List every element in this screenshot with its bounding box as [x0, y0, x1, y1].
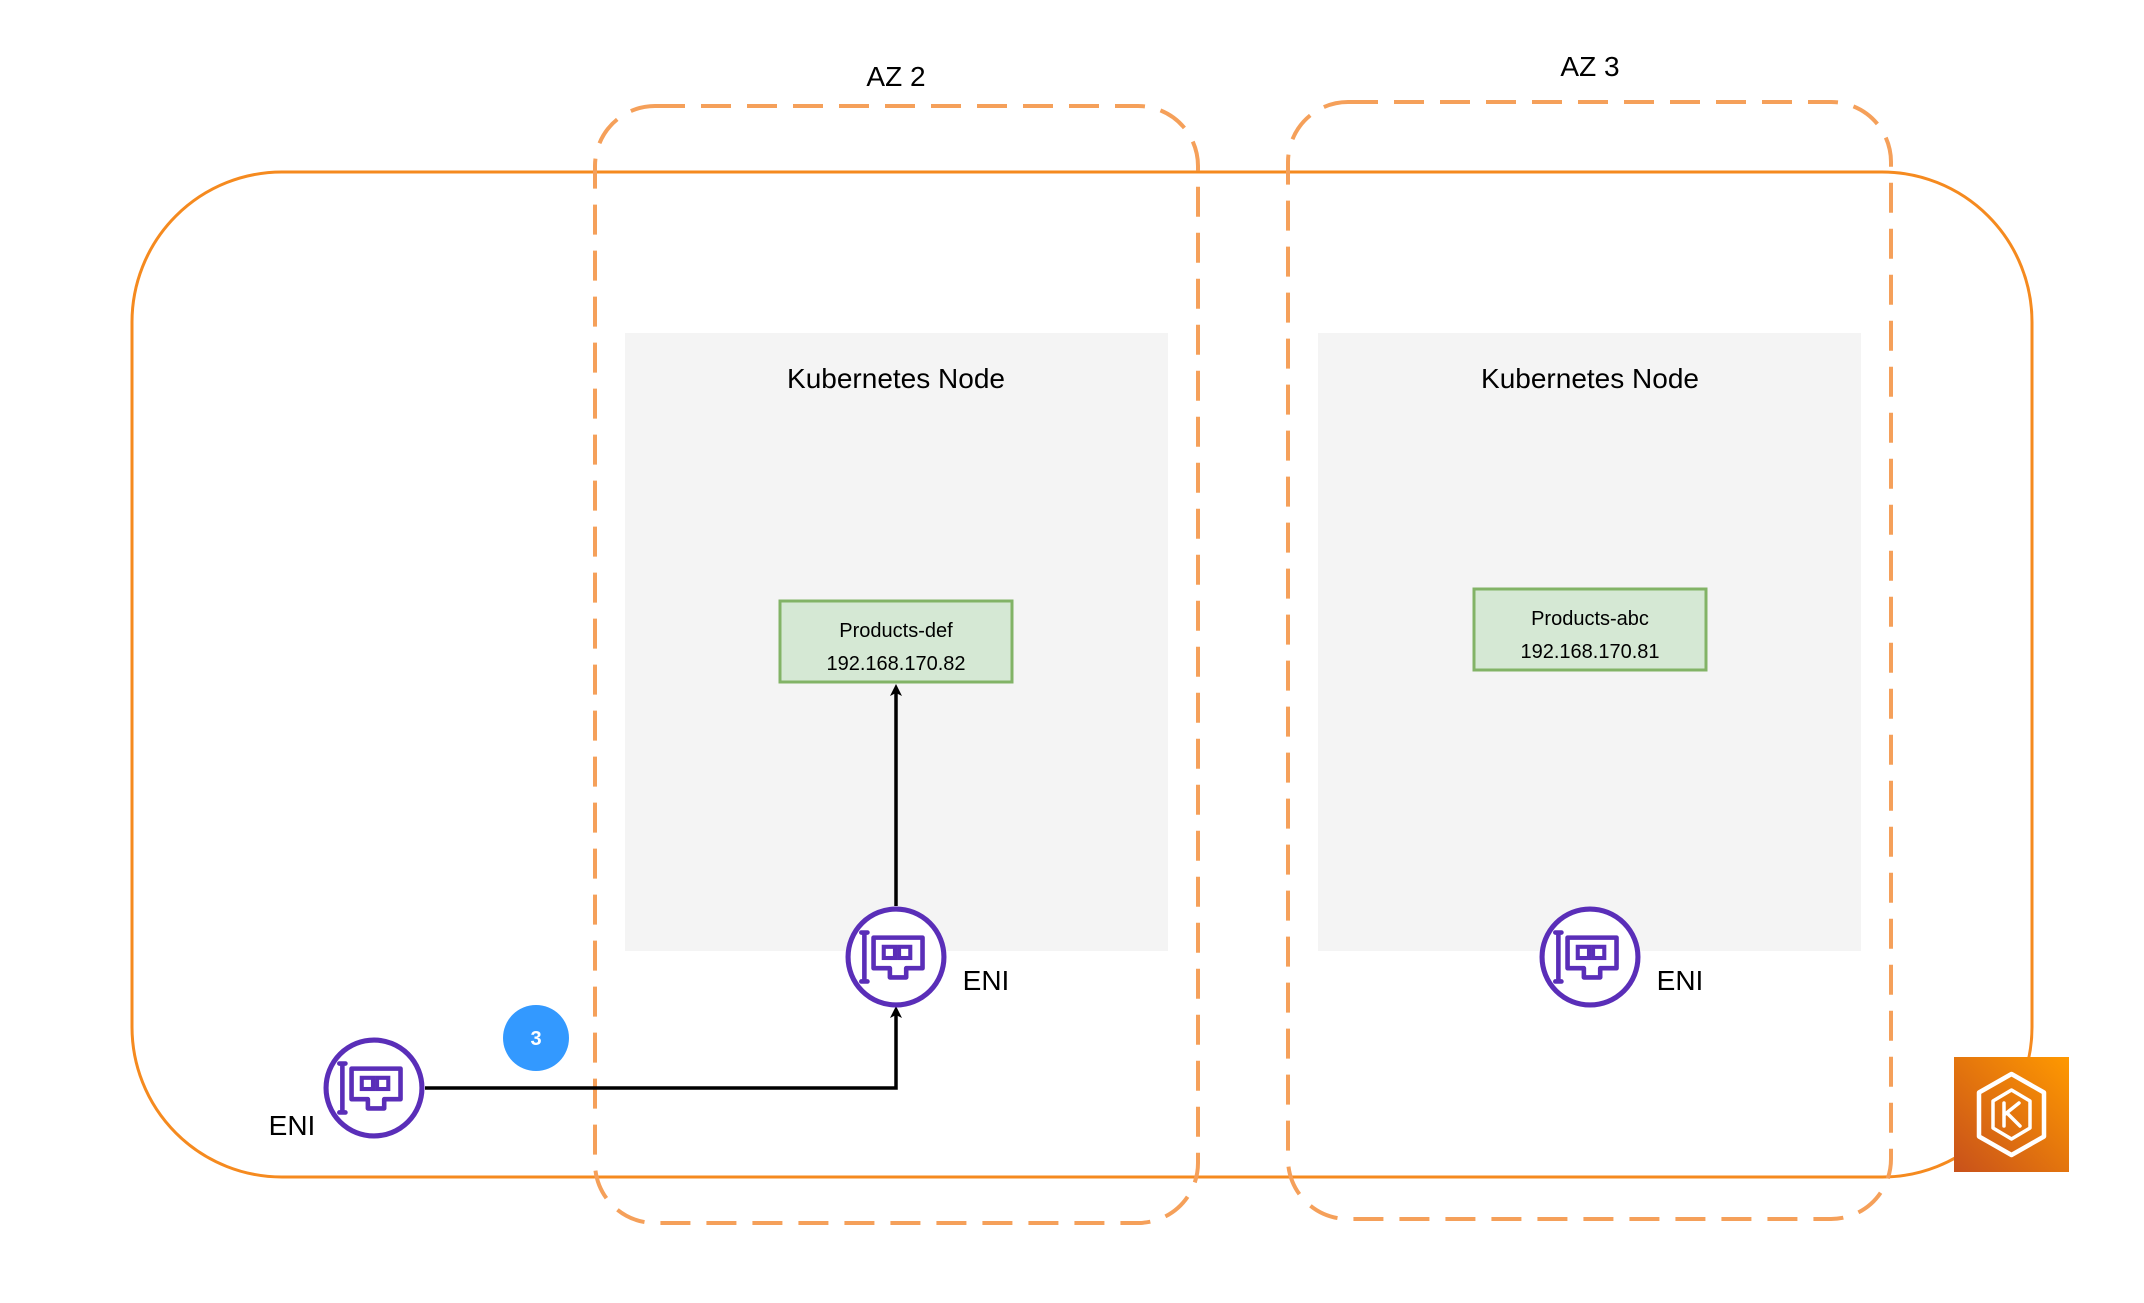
pod-products-def-name: Products-def	[839, 620, 953, 642]
network-interface-icon	[848, 909, 944, 1005]
connector-cluster-eni-to-node-eni	[425, 1006, 902, 1090]
network-interface-icon	[1542, 909, 1638, 1005]
az-3-boundary	[1286, 100, 1893, 1221]
step-badge: 3	[503, 1005, 569, 1071]
az-3-label: AZ 3	[1560, 51, 1619, 82]
step-number: 3	[530, 1028, 541, 1050]
node-1-eni-label: ENI	[963, 965, 1010, 996]
pod-products-abc	[1472, 587, 1708, 672]
pod-products-abc-ip: 192.168.170.81	[1520, 641, 1659, 663]
node-2-title: Kubernetes Node	[1481, 363, 1699, 394]
node-2-eni-label: ENI	[1657, 965, 1704, 996]
network-interface-icon	[326, 1040, 422, 1136]
az-2-boundary	[593, 104, 1200, 1225]
eks-k-icon	[1954, 1057, 2069, 1172]
cluster-boundary	[130, 170, 2034, 1179]
az-2-label: AZ 2	[866, 61, 925, 92]
pod-products-abc-name: Products-abc	[1531, 608, 1649, 630]
pod-products-def-ip: 192.168.170.82	[826, 653, 965, 675]
pod-products-def	[778, 599, 1014, 684]
cluster-eni-label: ENI	[269, 1110, 316, 1141]
node-1-title: Kubernetes Node	[787, 363, 1005, 394]
